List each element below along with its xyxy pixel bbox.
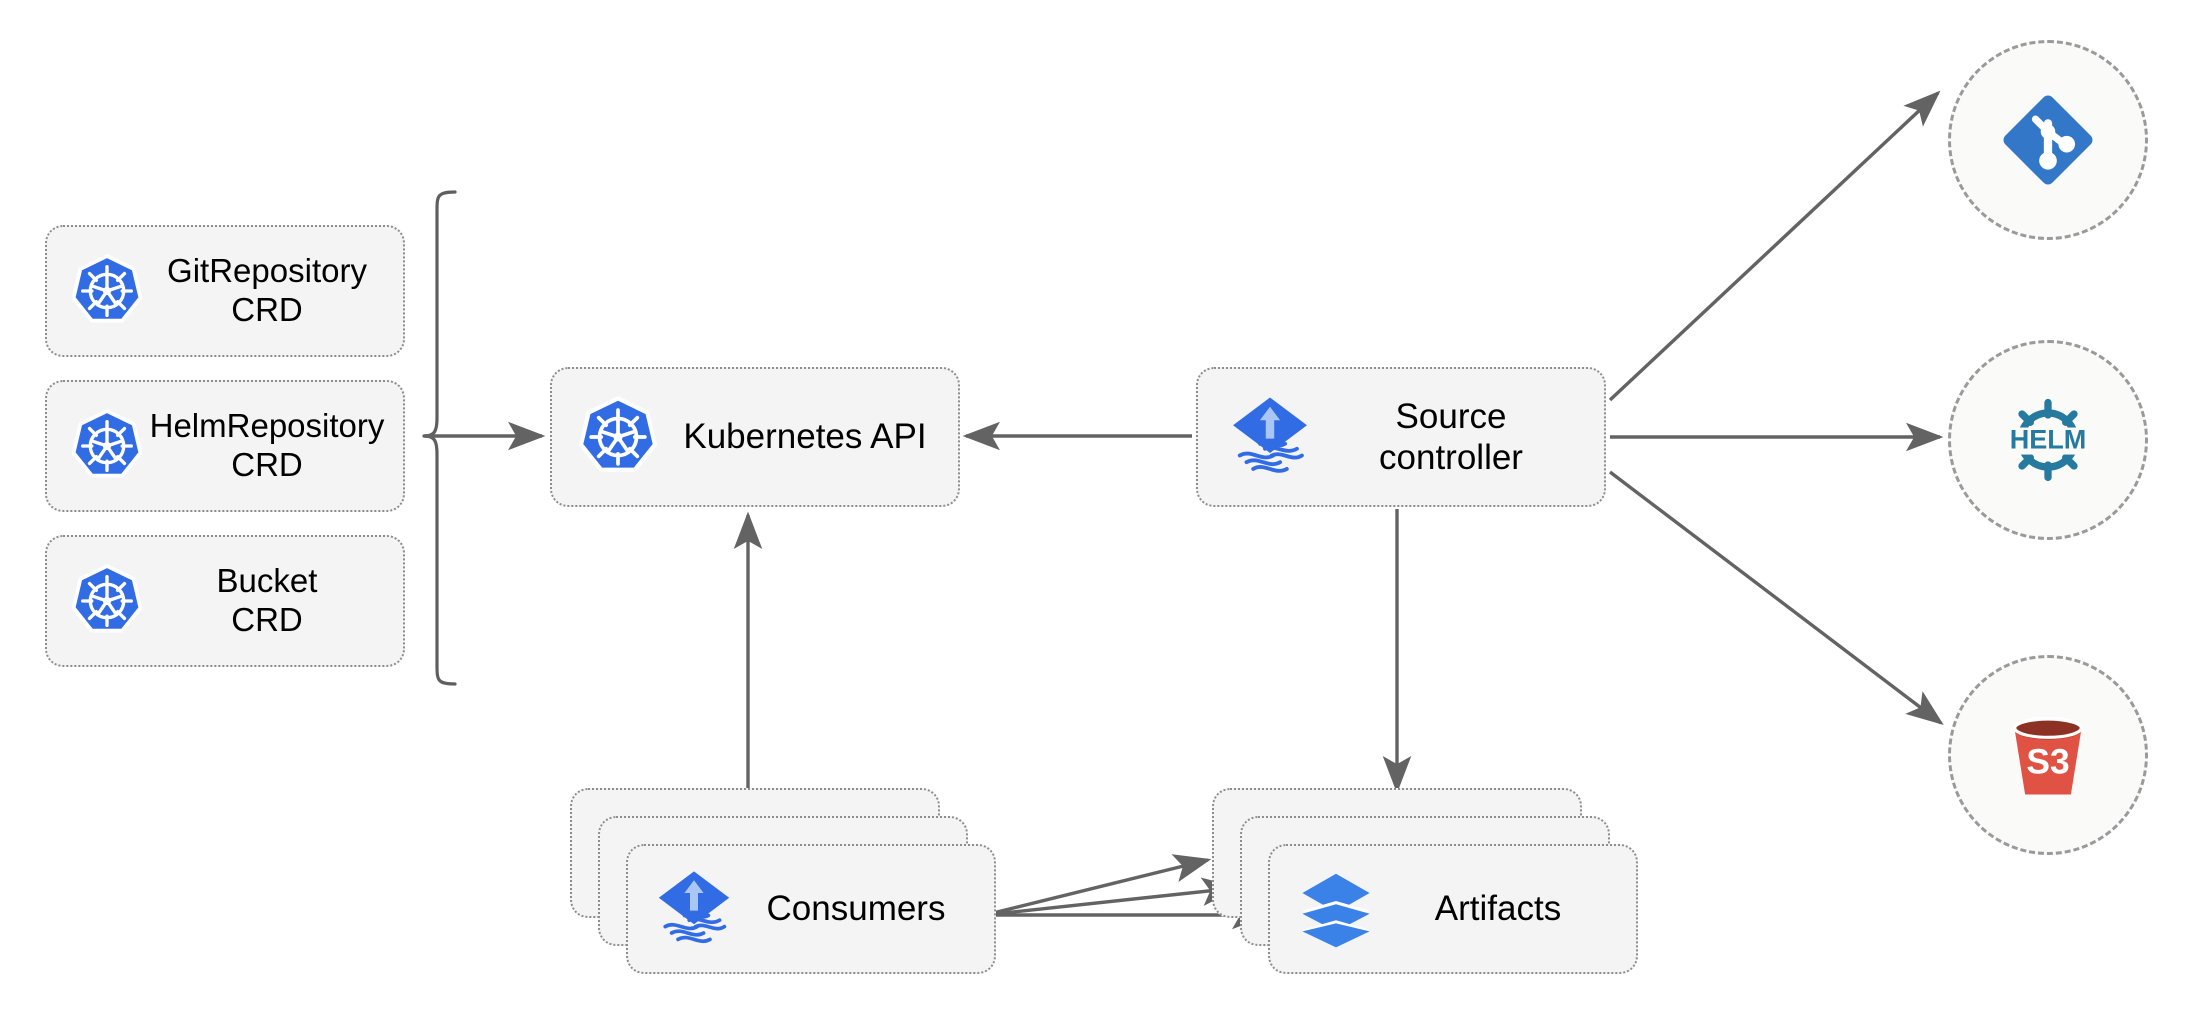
git-icon bbox=[1996, 88, 2100, 192]
node-label: Kubernetes API bbox=[683, 417, 927, 457]
node-kubernetes-api[interactable]: Kubernetes API bbox=[550, 367, 960, 507]
node-bucket-crd[interactable]: Bucket CRD bbox=[45, 535, 405, 667]
flux-icon bbox=[654, 869, 734, 949]
svg-text:HELM: HELM bbox=[2010, 424, 2087, 454]
artifacts-front-card[interactable]: Artifacts bbox=[1268, 844, 1638, 974]
node-label: Source controller bbox=[1379, 396, 1523, 477]
crd-group-bracket bbox=[422, 190, 457, 686]
node-source-controller[interactable]: Source controller bbox=[1196, 367, 1606, 507]
svg-text:S3: S3 bbox=[2026, 743, 2069, 782]
consumers-front-card[interactable]: Consumers bbox=[626, 844, 996, 974]
edge-consumers-to-artifacts-back bbox=[984, 854, 1212, 917]
node-gitrepository-crd[interactable]: GitRepository CRD bbox=[45, 225, 405, 357]
edge-consumers-to-artifacts-mid bbox=[984, 877, 1240, 917]
edge-source-controller-to-git bbox=[1608, 90, 1941, 402]
node-helm-source[interactable]: HELM bbox=[1948, 340, 2148, 540]
node-label: GitRepository CRD bbox=[167, 252, 367, 328]
flux-icon bbox=[1228, 395, 1312, 479]
node-label: Artifacts bbox=[1434, 889, 1562, 929]
kubernetes-icon bbox=[576, 395, 660, 479]
node-label: Consumers bbox=[766, 889, 946, 929]
node-s3-source[interactable]: S3 bbox=[1948, 655, 2148, 855]
kubernetes-icon bbox=[69, 563, 145, 639]
node-helmrepository-crd[interactable]: HelmRepository CRD bbox=[45, 380, 405, 512]
kubernetes-icon bbox=[69, 253, 145, 329]
node-label: Bucket CRD bbox=[216, 562, 318, 638]
node-git-source[interactable] bbox=[1948, 40, 2148, 240]
kubernetes-icon bbox=[69, 408, 145, 484]
helm-icon: HELM bbox=[1996, 388, 2100, 492]
node-label: HelmRepository CRD bbox=[149, 407, 385, 483]
layers-icon bbox=[1296, 869, 1376, 949]
edge-source-controller-to-s3 bbox=[1608, 470, 1944, 726]
s3-bucket-icon: S3 bbox=[1996, 703, 2100, 807]
